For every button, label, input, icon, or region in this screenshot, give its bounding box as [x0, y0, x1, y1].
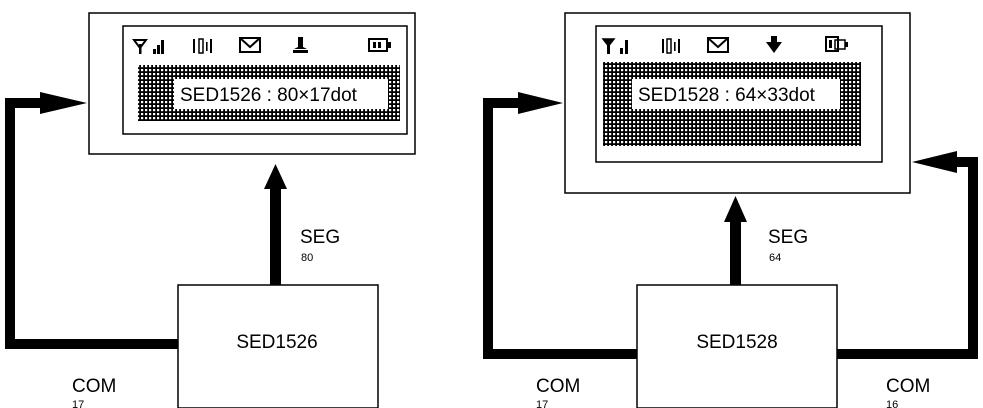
right-lcd-label: SED1528 : 64×33dot [638, 85, 816, 106]
right-seg-label: SEG [768, 227, 808, 248]
right-seg-count: 64 [769, 252, 781, 264]
left-lcd-label-box [174, 79, 388, 109]
right-com-left-arrow [483, 92, 637, 359]
right-com-left-count: 17 [536, 399, 548, 408]
right-com-right-arrow [837, 151, 978, 359]
right-seg-arrow [724, 196, 747, 285]
antenna-icon [601, 38, 616, 54]
battery-icon [368, 38, 391, 52]
left-com-arrow [5, 92, 178, 349]
battery-icon [825, 36, 848, 52]
signal-bars-icon [153, 40, 164, 54]
right-driver-chip [636, 284, 838, 408]
bell-icon [293, 37, 308, 53]
left-com-label: COM [72, 376, 116, 397]
vibrate-icon [662, 38, 680, 54]
left-com-count: 17 [72, 399, 84, 408]
left-driver-chip [177, 284, 379, 408]
envelope-icon [707, 37, 729, 53]
right-chip-label: SED1528 [696, 332, 777, 353]
left-seg-arrow [264, 164, 287, 285]
left-lcd-label: SED1526 : 80×17dot [180, 85, 358, 106]
left-seg-label: SEG [300, 227, 340, 248]
right-com-right-count: 16 [886, 399, 898, 408]
left-chip-label: SED1526 [236, 332, 317, 353]
signal-bars-icon [620, 40, 628, 54]
envelope-icon [239, 37, 261, 53]
right-lcd-label-box [632, 79, 840, 109]
antenna-icon [132, 39, 148, 54]
right-status-icons [601, 36, 848, 54]
left-seg-count: 80 [301, 252, 313, 264]
bell-icon [766, 36, 782, 53]
left-diagram: SED1526 : 80×17dot SED1526 SEG 80 COM 17 [5, 12, 416, 408]
right-com-left-label: COM [536, 376, 580, 397]
left-status-icons [132, 37, 391, 54]
right-diagram: SED1528 : 64×33dot SED1528 SEG 64 COM 17… [483, 12, 978, 408]
vibrate-icon [193, 38, 212, 54]
right-com-right-label: COM [886, 376, 930, 397]
